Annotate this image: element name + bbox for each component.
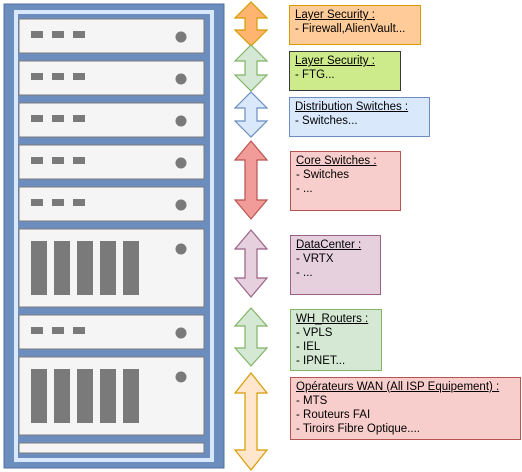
datacenter-box: DataCenter : - VRTX - ... [290, 235, 381, 295]
double-arrow-icon [233, 140, 269, 220]
server-1u [18, 314, 205, 350]
layer-item: - IEL [296, 341, 321, 353]
server-1u [18, 102, 205, 138]
layer-item: - Routeurs FAI [296, 409, 371, 421]
layer-title: WH_Routers : [296, 313, 369, 325]
layer-title: Opérateurs WAN (All ISP Equipement) : [296, 381, 500, 393]
double-arrow-icon [233, 307, 269, 367]
server-2u [18, 228, 205, 308]
layer-item: - ... [296, 267, 313, 279]
core-switches-box: Core Switches : - Switches - ... [290, 151, 401, 211]
double-arrow-icon [233, 91, 269, 138]
layer-title: Distribution Switches : [295, 101, 409, 113]
blank-panel [18, 442, 205, 454]
layer-item: - IPNET... [296, 355, 346, 367]
layer-item: - Switches [296, 169, 350, 181]
double-arrow-icon [233, 372, 269, 471]
layer-title: DataCenter : [296, 239, 362, 251]
server-1u [18, 186, 205, 222]
layer-item: - VPLS [296, 327, 333, 339]
server-1u [18, 60, 205, 96]
layer-title: Layer Security : [295, 55, 375, 67]
layer-item: - Firewall,AlienVault... [295, 23, 406, 35]
double-arrow-icon [233, 44, 269, 92]
double-arrow-icon [233, 229, 269, 298]
layer-item: - ... [296, 183, 313, 195]
layer-item: - MTS [296, 395, 328, 407]
server-1u [18, 144, 205, 180]
layer-title: Core Switches : [296, 155, 377, 167]
distribution-switches-box: Distribution Switches : - Switches... [289, 97, 430, 137]
layer-item: - VRTX [296, 253, 334, 265]
wh-routers-box: WH_Routers : - VPLS - IEL - IPNET... [290, 309, 382, 371]
server-1u [18, 18, 205, 54]
layer-security-ftg-box: Layer Security : - FTG... [289, 51, 401, 91]
layer-item: - Switches... [295, 115, 358, 127]
double-arrow-icon [233, 1, 269, 47]
layer-security-box: Layer Security : - Firewall,AlienVault..… [289, 5, 421, 45]
layer-title: Layer Security : [295, 9, 375, 21]
layer-item: - Tiroirs Fibre Optique.... [296, 423, 420, 435]
server-2u [18, 356, 205, 436]
layer-item: - FTG... [295, 69, 335, 81]
operateurs-wan-box: Opérateurs WAN (All ISP Equipement) : - … [290, 377, 521, 440]
